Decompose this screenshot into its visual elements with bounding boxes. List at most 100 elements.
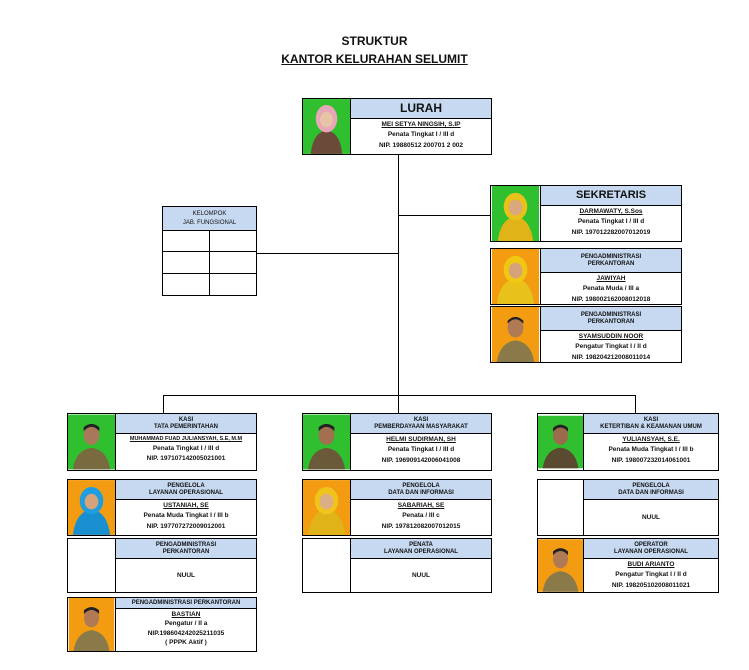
lurah-card: LURAH MEI SETYA NINGSIH, S.IP Penata Tin… [302,98,492,155]
connector-horizontal [163,395,636,396]
fungsional-cell [209,231,256,253]
person-icon [538,415,583,469]
kasi-pmd-rank: Penata Tingkat I / III d [387,446,455,454]
c2-r2-nip: NIP. 197812082007012015 [381,522,461,530]
c1-r4-note: ( PPPK Aktif ) [165,639,207,647]
kasi-trantib-card: KASI KETERTIBAN & KEAMANAN UMUM YULIANSY… [537,413,719,471]
lurah-header: LURAH [351,99,491,119]
kasi-pem-header-2: TATA PEMERINTAHAN [154,423,218,430]
person-hijab-icon [68,480,115,535]
c3-r3-header-1: OPERATOR [634,541,668,548]
connector-kasi-trantib [635,395,636,413]
lurah-rank: Penata Tingkat I / III d [387,131,455,139]
avatar [491,186,541,241]
fungsional-cell [163,231,210,253]
sekretaris-name: DARMAWATY, S.Sos [579,208,643,215]
avatar-empty [538,480,584,535]
person-icon [538,539,583,592]
sekretaris-header: SEKRETARIS [541,186,681,206]
person-hijab-icon [303,480,350,535]
sekretaris-card: SEKRETARIS DARMAWATY, S.Sos Penata Tingk… [490,185,682,242]
c2-r3-card: PENATA LAYANAN OPERASIONAL NUUL [302,538,492,593]
avatar [538,414,584,470]
kasi-trantib-nip: NIP. 198007232014061001 [611,456,691,464]
kasi-pem-card: KASI TATA PEMERINTAHAN MUHAMMAD FUAD JUL… [67,413,257,471]
peng-kantor-1-name: JAWIYAH [596,275,626,282]
chart-subtitle: KANTOR KELURAHAN SELUMIT [281,52,468,66]
peng-kantor-2-header-2: PERKANTORAN [587,318,635,325]
c1-r2-header-1: PENGELOLA [167,482,205,489]
c3-r2-card: PENGELOLA DATA DAN INFORMASI NUUL [537,479,719,536]
avatar [491,249,541,304]
c1-r2-card: PENGELOLA LAYANAN OPERASIONAL USTANIAH, … [67,479,257,536]
c1-r3-card: PENGADMINISTRASI PERKANTORAN NUUL [67,538,257,593]
c1-r4-header: PENGADMINISTRASI PERKANTORAN [116,598,256,609]
peng-kantor-2-header-1: PENGADMINISTRASI [580,311,642,318]
peng-kantor-1-header-1: PENGADMINISTRASI [580,253,642,260]
c1-r2-rank: Penata Muda Tingkat I / III b [143,512,229,520]
c2-r3-nuul: NUUL [411,572,431,579]
kasi-pmd-card: KASI PEMBERDAYAAN MASYARAKAT HELMI SUDIR… [302,413,492,471]
c3-r3-header-2: LAYANAN OPERASIONAL [614,548,688,555]
peng-kantor-2-rank: Pengatur Tingkat I / II d [575,343,647,351]
kasi-pem-name: MUHAMMAD FUAD JULIANSYAH, S.E, M.M [129,436,243,442]
avatar [491,307,541,362]
c1-r4-nip: NIP.198604242025211035 [147,629,225,637]
kasi-pem-nip: NIP. 197107142005021001 [146,455,226,463]
c3-r3-card: OPERATOR LAYANAN OPERASIONAL BUDI ARIANT… [537,538,719,593]
connector-sekretaris [398,215,490,216]
c2-r2-rank: Penata / III c [402,512,440,520]
kasi-pmd-name: HELMI SUDIRMAN, SH [386,436,456,443]
fungsional-label-1: KELOMPOK [192,211,227,218]
avatar [303,480,351,535]
fungsional-cell [210,274,257,295]
c3-r2-header-1: PENGELOLA [632,482,670,489]
avatar-empty [68,539,116,592]
peng-kantor-1-header-2: PERKANTORAN [587,260,635,267]
c1-r3-nuul: NUUL [176,572,196,579]
lurah-nip: NIP. 19880512 200701 2 002 [378,141,464,149]
kasi-trantib-header-1: KASI [643,416,659,423]
person-icon [68,414,115,470]
c1-r4-name: BASTIAN [171,611,201,618]
avatar [68,598,116,651]
c3-r3-rank: Pengatur Tingkat I / II d [615,571,687,579]
c2-r2-header-2: DATA DAN INFORMASI [388,489,454,496]
connector-kasi-pmd [398,395,399,413]
c2-r2-card: PENGELOLA DATA DAN INFORMASI SABARIAH, S… [302,479,492,536]
c2-r3-header-1: PENATA [409,541,433,548]
peng-kantor-1-nip: NIP. 198002162008012018 [571,295,651,303]
connector-main [398,155,399,395]
c1-r2-name: USTANIAH, SE [163,502,209,509]
person-icon [303,414,350,470]
person-hijab-icon [491,249,540,304]
peng-kantor-2-card: PENGADMINISTRASI PERKANTORAN SYAMSUDDIN … [490,306,682,363]
avatar [68,480,116,535]
connector-fungsional [257,253,398,254]
kasi-trantib-header-2: KETERTIBAN & KEAMANAN UMUM [600,423,702,430]
kasi-pmd-header-1: KASI [413,416,429,423]
fungsional-cell [163,273,210,295]
avatar [303,414,351,470]
kasi-pmd-nip: NIP. 196909142006041008 [381,456,461,464]
kasi-pem-header-1: KASI [178,416,194,423]
c1-r4-rank: Pengatur / II a [164,620,208,628]
c2-r2-name: SABARIAH, SE [397,502,445,509]
person-hijab-icon [491,186,540,241]
c3-r2-nuul: NUUL [641,514,661,521]
fungsional-grid [163,231,256,295]
peng-kantor-1-card: PENGADMINISTRASI PERKANTORAN JAWIYAH Pen… [490,248,682,305]
sekretaris-nip: NIP. 197012282007012019 [571,228,651,236]
peng-kantor-2-nip: NIP. 198204212008011014 [571,353,651,361]
peng-kantor-2-name: SYAMSUDDIN NOOR [578,333,644,340]
kasi-trantib-rank: Penata Muda Tingkat I / III b [608,446,694,454]
kasi-trantib-name: YULIANSYAH, S.E. [622,436,680,443]
avatar-empty [303,539,351,592]
c1-r2-header-2: LAYANAN OPERASIONAL [149,489,223,496]
person-icon [491,307,540,362]
c1-r4-card: PENGADMINISTRASI PERKANTORAN BASTIAN Pen… [67,597,257,652]
c2-r3-header-2: LAYANAN OPERASIONAL [384,548,458,555]
c1-r2-nip: NIP. 197707272009012001 [146,522,226,530]
avatar [303,99,351,154]
peng-kantor-1-rank: Penata Muda / III a [582,285,640,293]
